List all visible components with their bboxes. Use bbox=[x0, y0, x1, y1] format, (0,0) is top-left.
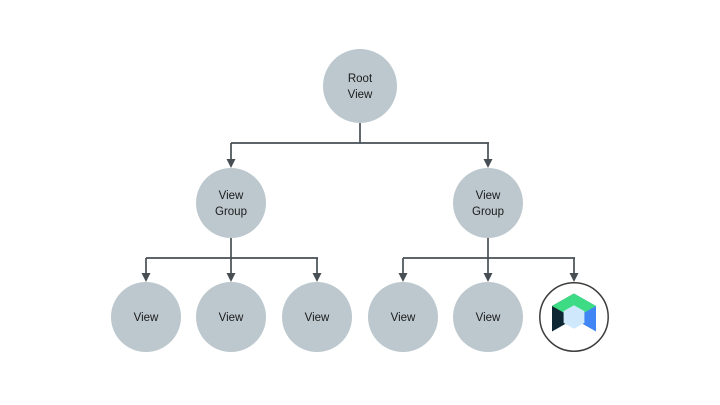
node-view-5[interactable]: View bbox=[453, 282, 523, 352]
arrowhead-view-4 bbox=[398, 273, 408, 282]
node-root-view-label-line-1: Root bbox=[348, 73, 373, 85]
node-view-group-left-circle bbox=[196, 168, 266, 238]
node-view-3-label: View bbox=[305, 312, 330, 324]
edge-group-root bbox=[226, 123, 493, 168]
node-view-group-left-label-line-1: View bbox=[219, 190, 244, 202]
compose-logo-center-hexagon bbox=[563, 305, 585, 329]
node-view-group-left-label-line-2: Group bbox=[215, 206, 247, 218]
node-view-1[interactable]: View bbox=[111, 282, 181, 352]
node-root-view-circle bbox=[323, 49, 397, 123]
arrowhead-view-3 bbox=[312, 273, 322, 282]
node-view-3-circle bbox=[282, 282, 352, 352]
node-view-4[interactable]: View bbox=[368, 282, 438, 352]
node-view-4-circle bbox=[368, 282, 438, 352]
node-root-view-label-line-2: View bbox=[348, 89, 373, 101]
node-view-2-circle bbox=[196, 282, 266, 352]
node-view-group-right-circle bbox=[453, 168, 523, 238]
edge-group-right-children bbox=[398, 238, 579, 282]
node-view-group-right[interactable]: View Group bbox=[453, 168, 523, 238]
node-view-group-right-label-line-1: View bbox=[476, 190, 501, 202]
edge-group-left-children bbox=[141, 238, 322, 282]
arrowhead-view-1 bbox=[141, 273, 151, 282]
node-view-group-right-label-line-2: Group bbox=[472, 206, 504, 218]
node-view-5-label: View bbox=[476, 312, 501, 324]
node-view-3[interactable]: View bbox=[282, 282, 352, 352]
jetpack-compose-logo-icon bbox=[552, 293, 596, 332]
node-view-5-circle bbox=[453, 282, 523, 352]
arrowhead-compose-node bbox=[569, 273, 579, 282]
arrowhead-view-2 bbox=[226, 273, 236, 282]
arrowhead-group-left bbox=[226, 159, 236, 168]
node-view-2[interactable]: View bbox=[196, 282, 266, 352]
arrowhead-view-5 bbox=[483, 273, 493, 282]
node-root-view[interactable]: Root View bbox=[323, 49, 397, 123]
node-view-group-left[interactable]: View Group bbox=[196, 168, 266, 238]
node-view-2-label: View bbox=[219, 312, 244, 324]
node-view-1-label: View bbox=[134, 312, 159, 324]
node-view-4-label: View bbox=[391, 312, 416, 324]
node-compose[interactable] bbox=[539, 282, 609, 352]
arrowhead-group-right bbox=[483, 159, 493, 168]
node-view-1-circle bbox=[111, 282, 181, 352]
